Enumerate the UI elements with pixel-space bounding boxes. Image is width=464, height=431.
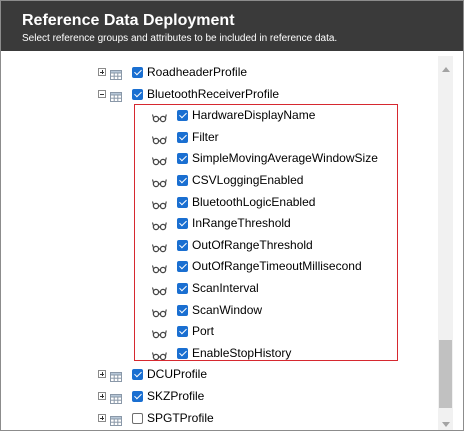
profile-label: SKZProfile: [147, 389, 205, 403]
attribute-label: OutOfRangeTimeoutMillisecond: [192, 259, 362, 273]
tree-node-attribute[interactable]: Filter: [151, 127, 219, 147]
profile-label: BluetoothReceiverProfile: [147, 87, 280, 101]
glasses-icon: [151, 110, 167, 123]
tree-node-attribute[interactable]: CSVLoggingEnabled: [151, 170, 304, 190]
glasses-icon: [151, 305, 167, 318]
glasses-icon: [151, 153, 167, 166]
attribute-label: Filter: [192, 130, 219, 144]
expand-plus-icon[interactable]: [98, 68, 106, 76]
tree-node-attribute[interactable]: OutOfRangeTimeoutMillisecond: [151, 256, 362, 276]
tree-node-attribute[interactable]: EnableStopHistory: [151, 343, 292, 363]
tree-node-profile[interactable]: BluetoothReceiverProfile: [98, 84, 279, 104]
scroll-down-arrow-icon[interactable]: [442, 422, 450, 427]
glasses-icon: [151, 218, 167, 231]
attribute-label: HardwareDisplayName: [192, 108, 316, 122]
profile-label: DCUProfile: [147, 367, 208, 381]
glasses-icon: [151, 240, 167, 253]
glasses-icon: [151, 175, 167, 188]
attribute-label: BluetoothLogicEnabled: [192, 195, 316, 209]
table-icon: [110, 89, 122, 102]
dialog-header: Reference Data Deployment Select referen…: [1, 1, 463, 51]
glasses-icon: [151, 348, 167, 361]
attribute-checkbox[interactable]: [177, 152, 188, 164]
tree-node-attribute[interactable]: Port: [151, 321, 215, 341]
glasses-icon: [151, 283, 167, 296]
tree-node-attribute[interactable]: OutOfRangeThreshold: [151, 235, 313, 255]
expand-plus-icon[interactable]: [98, 370, 106, 378]
tree-node-profile[interactable]: SKZProfile: [98, 386, 204, 406]
attribute-checkbox[interactable]: [177, 347, 188, 359]
attribute-checkbox[interactable]: [177, 109, 188, 121]
attribute-checkbox[interactable]: [177, 131, 188, 143]
attribute-checkbox[interactable]: [177, 282, 188, 294]
dialog-subtitle: Select reference groups and attributes t…: [22, 33, 338, 44]
profile-checkbox[interactable]: [132, 368, 143, 380]
table-icon: [110, 369, 122, 382]
expand-plus-icon[interactable]: [98, 392, 106, 400]
attribute-checkbox[interactable]: [177, 304, 188, 316]
dialog-title: Reference Data Deployment: [22, 12, 235, 29]
attribute-label: CSVLoggingEnabled: [192, 173, 304, 187]
attribute-checkbox[interactable]: [177, 239, 188, 251]
profile-label: RoadheaderProfile: [147, 65, 248, 79]
tree-node-attribute[interactable]: ScanWindow: [151, 300, 263, 320]
profile-checkbox[interactable]: [132, 66, 143, 78]
attribute-checkbox[interactable]: [177, 325, 188, 337]
attribute-label: ScanInterval: [192, 281, 259, 295]
vertical-scrollbar[interactable]: [438, 56, 453, 430]
glasses-icon: [151, 261, 167, 274]
attributes-highlight-box: [134, 104, 398, 361]
tree-node-profile[interactable]: SPGTProfile: [98, 408, 214, 428]
attribute-label: OutOfRangeThreshold: [192, 238, 313, 252]
table-icon: [110, 391, 122, 404]
profile-checkbox[interactable]: [132, 412, 143, 424]
attribute-label: InRangeThreshold: [192, 216, 291, 230]
table-icon: [110, 413, 122, 426]
glasses-icon: [151, 132, 167, 145]
tree-node-profile[interactable]: RoadheaderProfile: [98, 62, 247, 82]
attribute-checkbox[interactable]: [177, 217, 188, 229]
attribute-label: EnableStopHistory: [192, 346, 292, 360]
tree-node-attribute[interactable]: HardwareDisplayName: [151, 105, 316, 125]
scroll-up-arrow-icon[interactable]: [442, 67, 450, 72]
attribute-checkbox[interactable]: [177, 196, 188, 208]
collapse-minus-icon[interactable]: [98, 90, 106, 98]
glasses-icon: [151, 197, 167, 210]
attribute-checkbox[interactable]: [177, 174, 188, 186]
tree-node-attribute[interactable]: SimpleMovingAverageWindowSize: [151, 148, 378, 168]
profile-checkbox[interactable]: [132, 88, 143, 100]
attribute-label: Port: [192, 324, 215, 338]
profile-checkbox[interactable]: [132, 390, 143, 402]
scrollbar-thumb[interactable]: [439, 340, 452, 408]
tree-node-attribute[interactable]: BluetoothLogicEnabled: [151, 192, 316, 212]
tree-node-attribute[interactable]: InRangeThreshold: [151, 213, 291, 233]
expand-plus-icon[interactable]: [98, 414, 106, 422]
attribute-checkbox[interactable]: [177, 260, 188, 272]
attribute-label: ScanWindow: [192, 303, 263, 317]
tree-node-profile[interactable]: DCUProfile: [98, 364, 207, 384]
tree-node-attribute[interactable]: ScanInterval: [151, 278, 259, 298]
profile-label: SPGTProfile: [147, 411, 214, 425]
table-icon: [110, 67, 122, 80]
attribute-label: SimpleMovingAverageWindowSize: [192, 151, 378, 165]
glasses-icon: [151, 326, 167, 339]
